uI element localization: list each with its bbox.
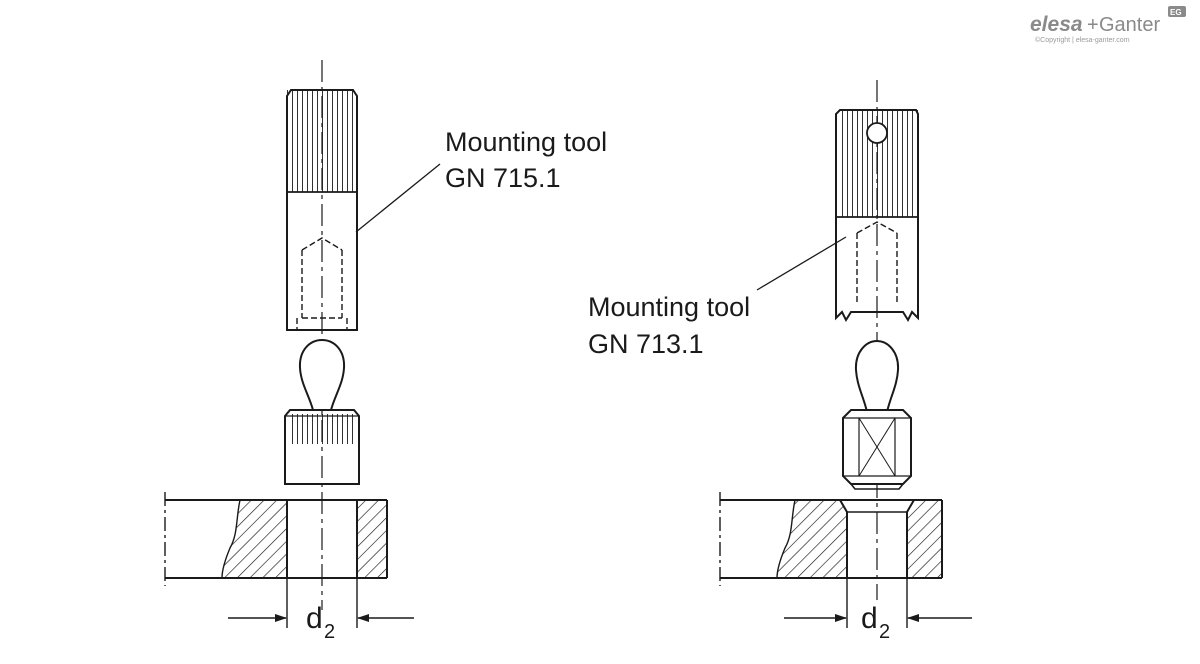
left-ball-knob	[298, 338, 346, 411]
left-knurled-sleeve	[284, 409, 360, 485]
right-leader-line	[756, 236, 847, 291]
left-dimension-d2	[228, 578, 414, 628]
left-dimension-letter: d	[306, 602, 323, 635]
right-figure	[719, 80, 972, 628]
left-tool-label-line1: Mounting tool	[445, 127, 607, 157]
left-dimension-subscript: 2	[324, 621, 335, 643]
brand-name-ganter: Ganter	[1099, 14, 1160, 36]
right-dimension-d2	[784, 578, 972, 628]
right-tool-label-line2: GN 713.1	[588, 329, 704, 359]
brand-badge-text: EG	[1170, 8, 1182, 17]
right-mounting-tool	[835, 109, 919, 323]
brand-name-plus: +	[1087, 14, 1099, 36]
left-mounting-tool	[286, 89, 358, 331]
brand-copyright: ©Copyright | elesa-ganter.com	[1035, 36, 1130, 44]
right-hex-nut	[842, 409, 912, 490]
brand-badge-icon	[1168, 6, 1186, 17]
brand-logo: elesa + Ganter EG ©Copyright | elesa-gan…	[1030, 6, 1186, 44]
right-ball-knob	[854, 339, 900, 413]
right-dimension-letter: d	[861, 602, 878, 635]
right-tool-label-line1: Mounting tool	[588, 292, 750, 322]
brand-name-elesa: elesa	[1030, 13, 1083, 36]
left-tool-label-line2: GN 715.1	[445, 163, 561, 193]
right-dimension-subscript: 2	[879, 621, 890, 643]
left-base-plate	[164, 492, 388, 586]
left-leader-line	[355, 163, 441, 233]
right-base-plate	[719, 492, 943, 586]
left-figure	[164, 60, 441, 628]
